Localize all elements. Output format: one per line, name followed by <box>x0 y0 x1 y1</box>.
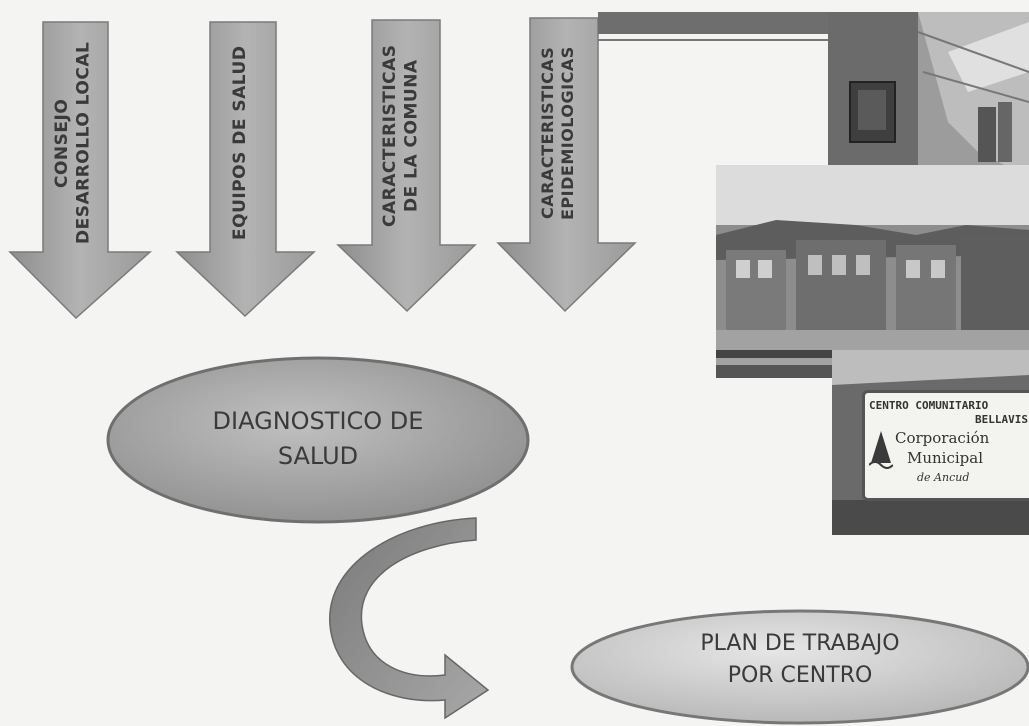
diagnostico-ellipse-shape <box>106 356 530 524</box>
connector-bar <box>598 12 828 41</box>
sign-line2: BELLAVIS <box>975 413 1028 426</box>
plan-ellipse-shape <box>570 609 1029 725</box>
arrow-equipos <box>175 21 316 318</box>
sign-line1: CENTRO COMUNITARIO <box>869 399 989 412</box>
sign-org-line3: de Ancud <box>917 471 970 484</box>
curved-arrow <box>329 517 490 720</box>
arrow-consejo <box>8 21 152 320</box>
label-epidemiologicas: CARACTERISTICAS EPIDEMIOLOGICAS <box>538 46 577 220</box>
arrow-comuna <box>336 19 477 313</box>
diagnostico-label: DIAGNOSTICO DE SALUD <box>212 407 424 470</box>
sign-board: CENTRO COMUNITARIO BELLAVIS Corporación … <box>862 390 1029 501</box>
label-comuna: CARACTERISTICAS DE LA COMUNA <box>380 44 422 228</box>
photo-sign: CENTRO COMUNITARIO BELLAVIS Corporación … <box>832 350 1029 535</box>
sign-org-line2: Municipal <box>907 449 984 467</box>
label-equipos: EQUIPOS DE SALUD <box>230 45 250 241</box>
photo-hallway <box>828 12 1029 177</box>
sign-logo-icon <box>868 429 894 469</box>
sign-org-line1: Corporación <box>895 429 990 447</box>
arrow-epidemiologicas <box>496 17 637 313</box>
photo-building <box>716 165 1029 378</box>
label-consejo: CONSEJO DESARROLLO LOCAL <box>52 41 94 245</box>
plan-label: PLAN DE TRABAJO POR CENTRO <box>700 631 900 688</box>
